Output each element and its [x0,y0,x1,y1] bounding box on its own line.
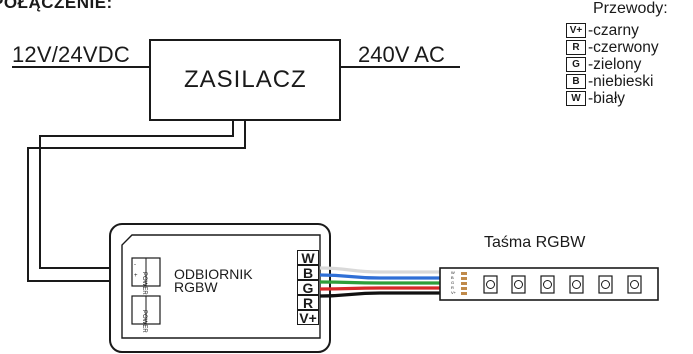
led-chip [511,275,526,294]
legend-label: -czerwony [588,39,659,56]
strip-pad-labels: W B G R V+ [451,270,456,295]
dc-cable-outer [27,120,246,282]
pad-label: W [451,270,455,275]
legend-label: -czarny [588,22,639,39]
led-chip [569,275,584,294]
legend-row: R-czerwony [566,39,659,56]
wire-r [319,286,440,291]
wire-vplus [319,291,440,298]
receiver-name-line1: ODBIORNIK [174,266,253,282]
legend-row: B-niebieski [566,73,659,90]
legend-row: G-zielony [566,56,659,73]
psu-output-label: 12V/24VDC [12,42,130,67]
strip-label: Taśma RGBW [484,234,586,251]
terminal-r: R [297,295,319,311]
legend-code: G [566,57,586,73]
terminal-g: G [297,280,319,296]
legend: V+-czarny R-czerwony G-zielony B-niebies… [566,22,659,107]
pad-label: V+ [451,290,457,295]
pad-label: B [451,275,454,280]
dc-cable-inner [39,120,234,269]
legend-row: V+-czarny [566,22,659,39]
psu-input-label: 240V AC [358,42,445,67]
legend-row: W-biały [566,90,659,107]
wire-g [319,280,440,285]
terminal-vplus: V+ [297,310,319,326]
pad-label: R [451,285,454,290]
legend-code: R [566,40,586,56]
legend-label: -biały [588,90,626,107]
terminal-b: B [297,265,319,281]
power-out-label: POWER [141,310,147,333]
wire-w [319,266,440,274]
terminal-w: W [297,250,319,266]
power-in-plus: + [134,273,138,279]
led-chip [598,275,613,294]
legend-label: -niebieski [588,73,654,90]
psu-label: ZASILACZ [184,66,307,93]
legend-code: V+ [566,23,586,39]
wire-b [319,273,440,280]
led-chip [540,275,555,294]
rgbw-wires [319,266,440,298]
diagram-title: POŁĄCZENIE: [0,0,113,12]
legend-heading: Przewody: [593,0,668,17]
psu-box [149,39,341,121]
led-chip [627,275,642,294]
power-in-minus: - [134,262,136,268]
receiver-inner [121,234,321,339]
strip-pads [461,272,467,295]
legend-code: B [566,74,586,90]
legend-code: W [566,91,586,107]
power-in-label: POWER [141,272,147,295]
pad-label: G [451,280,455,285]
led-chip [483,275,498,294]
receiver-name-line2: RGBW [174,279,218,295]
led-chips [483,275,642,294]
receiver-terminal-block: W B G R V+ [297,250,319,326]
legend-label: -zielony [588,56,642,73]
